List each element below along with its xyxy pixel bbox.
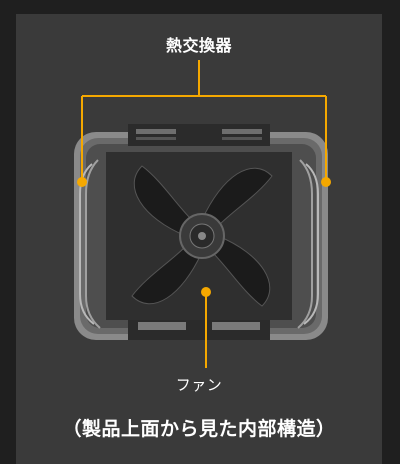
heat-exchanger-callout bbox=[77, 60, 331, 187]
internal-structure-diagram bbox=[74, 60, 331, 368]
fan-marker bbox=[201, 287, 211, 297]
diagram-caption: （製品上面から見た内部構造） bbox=[62, 418, 336, 440]
heat-exchanger-left-marker bbox=[77, 177, 87, 187]
top-vent bbox=[128, 124, 270, 146]
fan-callout bbox=[201, 287, 211, 368]
fan-icon bbox=[131, 165, 273, 307]
heat-exchanger-label: 熱交換器 bbox=[165, 36, 232, 55]
diagram-panel: 熱交換器 bbox=[16, 14, 382, 464]
fan-label: ファン bbox=[175, 376, 223, 394]
heat-exchanger-right-marker bbox=[321, 177, 331, 187]
